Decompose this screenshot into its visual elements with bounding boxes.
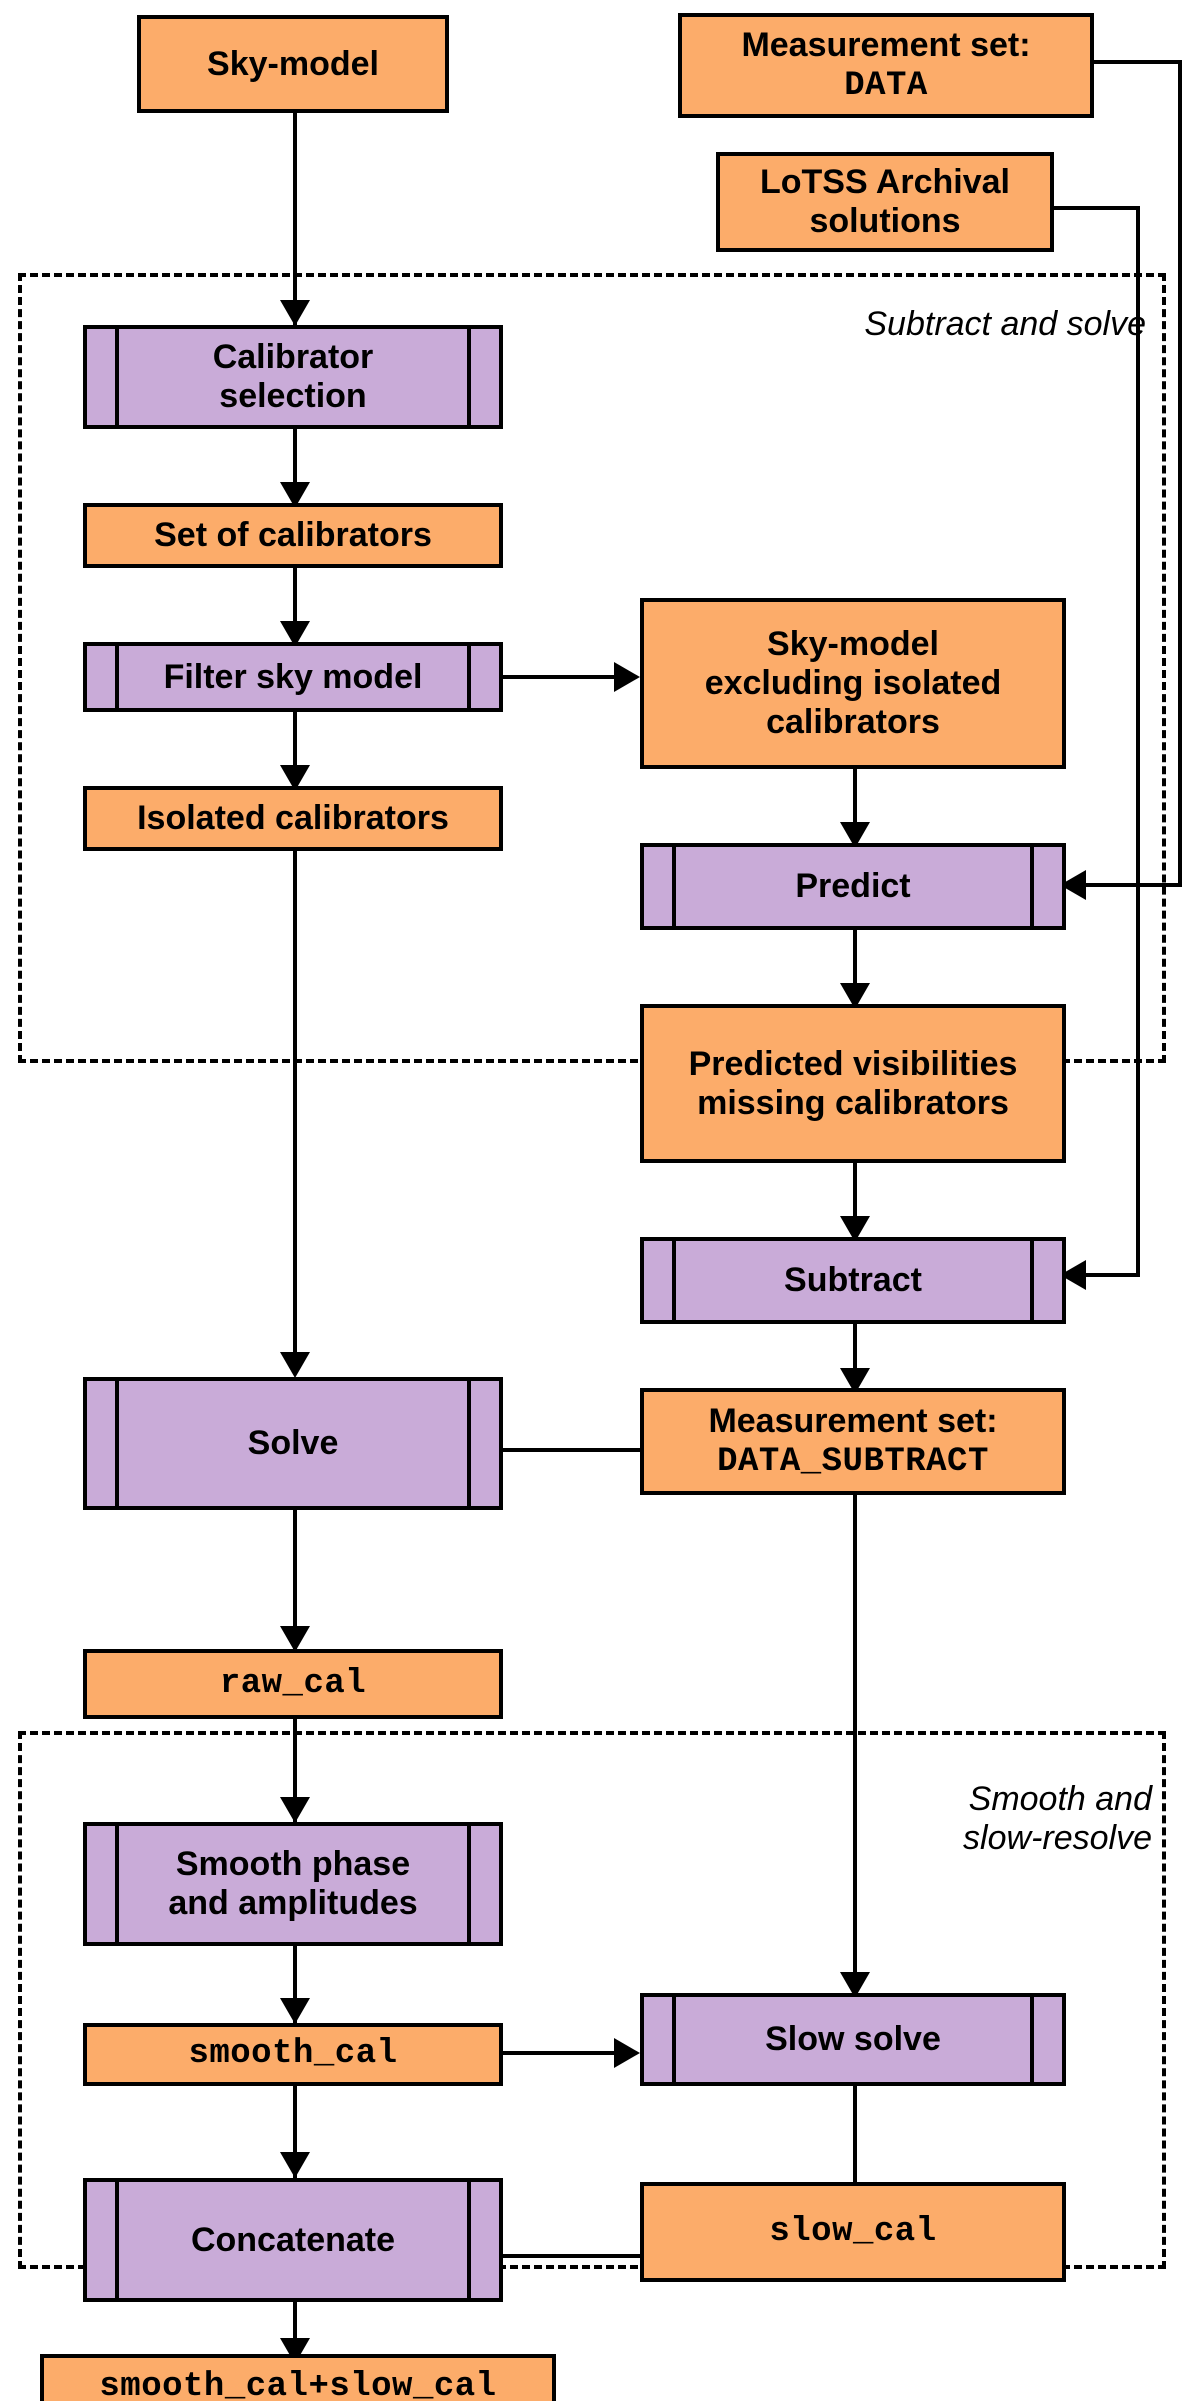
group-subtract-and-solve bbox=[18, 273, 1166, 1063]
connector-predictedvisibilities-to-subtract bbox=[853, 1163, 857, 1238]
node-set-of-calibrators[interactable]: Set of calibrators bbox=[83, 503, 503, 568]
arrowhead-sky-model-excluding bbox=[614, 662, 640, 692]
node-label-smooth-cal-plus-slow-cal: smooth_cal+slow_cal bbox=[99, 2367, 497, 2401]
node-concatenate[interactable]: Concatenate bbox=[83, 2178, 503, 2302]
node-measurement-set-data[interactable]: Measurement set: DATA bbox=[678, 13, 1094, 118]
node-raw-cal[interactable]: raw_cal bbox=[83, 1649, 503, 1719]
node-predict[interactable]: Predict bbox=[640, 843, 1066, 930]
node-smooth-phase-and-amplitudes[interactable]: Smooth phase and amplitudes bbox=[83, 1822, 503, 1946]
connector-rawcal-to-smoothphase bbox=[293, 1719, 297, 1827]
connector-skymodelexcluding-to-predict bbox=[853, 769, 857, 844]
connector-concatenate-to-final bbox=[293, 2302, 297, 2360]
arrowhead-slow-solve-from-smoothcal bbox=[614, 2038, 640, 2068]
connector-filterskymodel-to-isolatedcalibrators bbox=[293, 712, 297, 787]
connector-predict-to-predictedvisibilities bbox=[853, 930, 857, 1005]
node-smooth-cal[interactable]: smooth_cal bbox=[83, 2023, 503, 2086]
node-label-slow-solve: Slow solve bbox=[765, 2020, 941, 2059]
node-label-raw-cal: raw_cal bbox=[219, 1664, 367, 1703]
connector-datasubtract-to-slowsolve bbox=[853, 1495, 857, 1993]
node-label-predict: Predict bbox=[795, 867, 911, 906]
node-isolated-calibrators[interactable]: Isolated calibrators bbox=[83, 786, 503, 851]
connector-smoothcal-to-concatenate bbox=[293, 2086, 297, 2180]
node-label-concatenate: Concatenate bbox=[190, 2220, 396, 2259]
node-slow-cal[interactable]: slow_cal bbox=[640, 2182, 1066, 2282]
node-label-measurement-set-data-subtract-line2: DATA_SUBTRACT bbox=[717, 1442, 989, 1481]
node-label-filter-sky-model: Filter sky model bbox=[163, 657, 423, 696]
arrowhead-raw-cal bbox=[280, 1626, 310, 1652]
connector-solve-to-rawcal bbox=[293, 1510, 297, 1650]
arrowhead-smooth-phase-and-amplitudes bbox=[280, 1797, 310, 1823]
node-predicted-visibilities[interactable]: Predicted visibilities missing calibrato… bbox=[640, 1004, 1066, 1163]
node-subtract[interactable]: Subtract bbox=[640, 1237, 1066, 1324]
arrowhead-concatenate bbox=[280, 2152, 310, 2178]
connector-measurementsetdata-v bbox=[1178, 60, 1182, 887]
connector-skymodel-to-calibrator-selection bbox=[293, 113, 297, 330]
arrowhead-smooth-cal bbox=[280, 1998, 310, 2024]
node-label-calibrator-selection: Calibrator selection bbox=[212, 338, 374, 415]
connector-setofcalibrators-to-filterskymodel bbox=[293, 568, 297, 643]
node-label-predicted-visibilities: Predicted visibilities missing calibrato… bbox=[688, 1044, 1018, 1122]
node-label-isolated-calibrators: Isolated calibrators bbox=[137, 799, 449, 838]
node-calibrator-selection[interactable]: Calibrator selection bbox=[83, 325, 503, 429]
node-solve[interactable]: Solve bbox=[83, 1377, 503, 1510]
connector-lotss-h2 bbox=[1080, 1273, 1140, 1277]
arrowhead-calibrator-selection bbox=[280, 300, 310, 326]
node-label-smooth-phase-and-amplitudes: Smooth phase and amplitudes bbox=[168, 1845, 418, 1922]
node-label-slow-cal: slow_cal bbox=[769, 2212, 937, 2251]
node-label-solve: Solve bbox=[247, 1424, 339, 1463]
group-label-subtract-and-solve: Subtract and solve bbox=[864, 305, 1146, 343]
connector-measurementsetdata-h2 bbox=[1080, 883, 1182, 887]
group-label-smooth-and-slow-resolve: Smooth and slow-resolve bbox=[963, 1780, 1152, 1857]
node-sky-model-excluding-isolated-calibrators[interactable]: Sky-model excluding isolated calibrators bbox=[640, 598, 1066, 769]
node-filter-sky-model[interactable]: Filter sky model bbox=[83, 642, 503, 712]
connector-datasubtract-to-solve bbox=[370, 1448, 645, 1452]
group-smooth-and-slow-resolve bbox=[18, 1731, 1166, 2269]
node-slow-solve[interactable]: Slow solve bbox=[640, 1993, 1066, 2086]
connector-measurementsetdata-h1 bbox=[1094, 60, 1182, 64]
connector-slowsolve-to-slowcal bbox=[853, 2086, 857, 2182]
connector-smoothphase-to-smoothcal bbox=[293, 1946, 297, 2024]
connector-subtract-to-datasubtract bbox=[853, 1324, 857, 1389]
arrowhead-solve bbox=[280, 1352, 310, 1378]
node-smooth-cal-plus-slow-cal[interactable]: smooth_cal+slow_cal bbox=[40, 2354, 556, 2401]
node-label-measurement-set-data-line2: DATA bbox=[844, 66, 928, 105]
connector-calibratorselection-to-setofcalibrators bbox=[293, 429, 297, 504]
connector-lotss-v bbox=[1136, 206, 1140, 1277]
node-label-lotss-archival-solutions: LoTSS Archival solutions bbox=[759, 163, 1011, 240]
node-lotss-archival-solutions[interactable]: LoTSS Archival solutions bbox=[716, 152, 1054, 252]
node-measurement-set-data-subtract[interactable]: Measurement set: DATA_SUBTRACT bbox=[640, 1388, 1066, 1495]
node-label-measurement-set-data-line1: Measurement set: bbox=[741, 25, 1031, 64]
node-label-sky-model: Sky-model bbox=[207, 44, 379, 83]
connector-slowcal-to-concatenate bbox=[370, 2254, 645, 2258]
node-label-subtract: Subtract bbox=[784, 1261, 922, 1300]
node-label-set-of-calibrators: Set of calibrators bbox=[154, 516, 432, 555]
node-label-sky-model-excluding-isolated-calibrators: Sky-model excluding isolated calibrators bbox=[704, 625, 1002, 741]
connector-isolatedcalibrators-to-solve bbox=[293, 851, 297, 1371]
node-sky-model[interactable]: Sky-model bbox=[137, 15, 449, 113]
node-label-measurement-set-data-subtract-line1: Measurement set: bbox=[708, 1401, 998, 1440]
node-label-smooth-cal: smooth_cal bbox=[188, 2035, 398, 2074]
connector-lotss-h1 bbox=[1054, 206, 1140, 210]
